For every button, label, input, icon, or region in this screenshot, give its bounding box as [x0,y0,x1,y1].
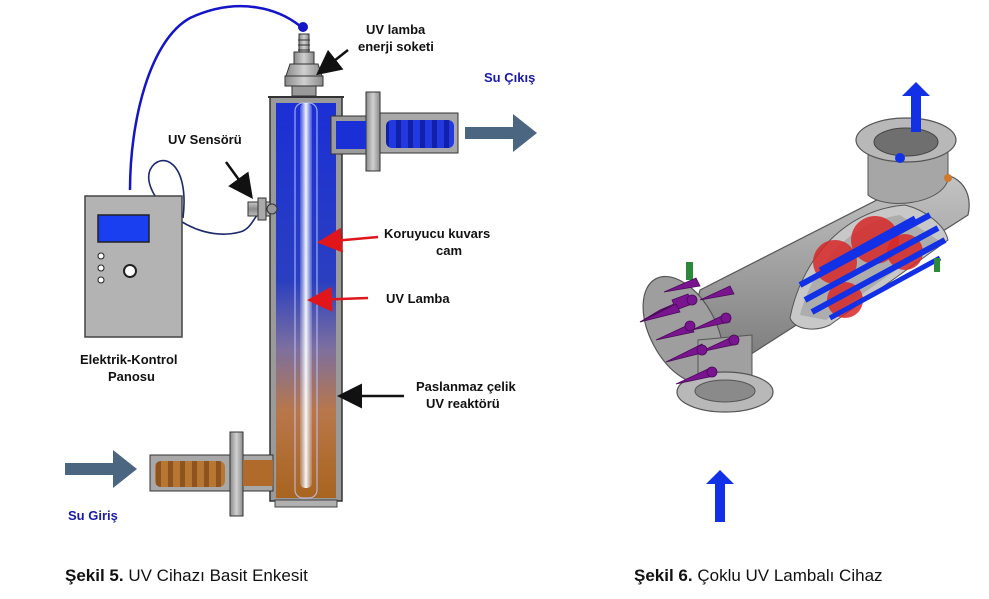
green-fitting-right [934,258,940,272]
panel-label-line2: Panosu [108,369,155,384]
outlet-flow-arrow [465,114,537,152]
quartz-pointer-arrow [317,227,379,253]
socket-label-line2: enerji soketi [358,39,434,54]
inlet-label: Su Giriş [68,508,118,523]
socket-pointer-arrow [316,49,349,76]
uv-lamp-caps [639,277,740,385]
cable-connector-dot [298,22,308,32]
figure-6-diagram [639,82,970,522]
panel-knob [123,264,137,278]
lamp-label: UV Lamba [386,291,450,306]
panel-label-line1: Elektrik-Kontrol [80,352,178,367]
reactor-base [274,499,338,508]
outlet-label: Su Çıkış [484,70,535,85]
internal-lamp-array [798,212,947,321]
panel-led-2 [97,264,105,272]
uv-lamp-tube [300,103,312,488]
quartz-label-line2: cam [436,243,462,258]
inlet-pipe [149,431,274,517]
reactor-label-line2: UV reaktörü [426,396,500,411]
socket-label-line1: UV lamba [366,22,426,37]
sensor-pointer-arrow [224,161,253,200]
inlet-flow-arrow [65,450,137,488]
panel-led-3 [97,276,105,284]
figure-6-caption-number: Şekil 6. [634,566,693,585]
figure-5-diagram: UV lamba enerji soketi Su Çıkış UV Sensö… [65,5,537,523]
lamp-power-cable [128,5,301,191]
sensor-label: UV Sensörü [168,132,242,147]
orange-valve [944,174,952,182]
multi-lamp-reactor-body [642,173,970,385]
panel-display [97,214,150,243]
lamp-pointer-arrow [307,286,369,312]
outlet-flow-arrow-up [902,82,930,132]
outlet-pipe [330,91,459,172]
green-fitting-left [686,262,693,280]
quartz-label-line1: Koruyucu kuvars [384,226,490,241]
inlet-flow-arrow-up [706,470,734,522]
figure-5-caption-number: Şekil 5. [65,566,124,585]
lamp-socket [284,33,324,97]
figure-6-caption: Şekil 6. Çoklu UV Lambalı Cihaz [634,566,883,586]
reactor-label-line1: Paslanmaz çelik [416,379,516,394]
top-outlet-flange [855,117,957,204]
figure-5-caption: Şekil 5. UV Cihazı Basit Enkesit [65,566,308,586]
uv-sensor-device [247,197,278,221]
figure-6-caption-text: Çoklu UV Lambalı Cihaz [692,566,883,585]
figure-5-caption-text: UV Cihazı Basit Enkesit [123,566,308,585]
panel-led-1 [97,252,105,260]
